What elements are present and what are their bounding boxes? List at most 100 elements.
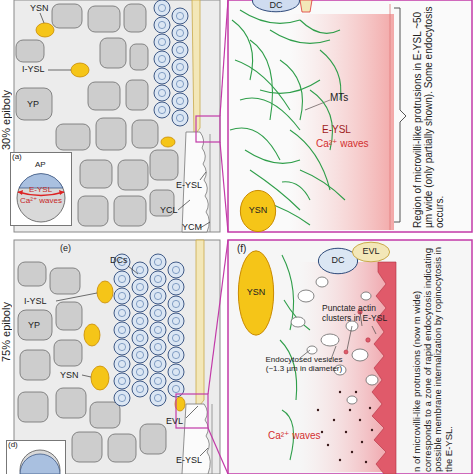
cell-nucleus — [172, 351, 179, 358]
enveloping-layer — [196, 240, 204, 410]
actin-dot — [317, 391, 373, 463]
yolk-platelet — [56, 124, 90, 150]
yolk-platelet — [16, 4, 178, 462]
zoom-box — [208, 240, 228, 394]
node-label: (a) — [12, 153, 22, 162]
deep-cell — [172, 76, 188, 92]
deep-cell — [172, 110, 188, 126]
endocytosed-vesicle — [321, 334, 339, 346]
calcium-zone — [300, 0, 312, 12]
cell-nucleus — [118, 275, 125, 282]
deep-cell — [150, 373, 166, 389]
microtubule — [300, 20, 340, 33]
cell-nucleus — [136, 317, 143, 324]
deep-cell — [172, 59, 188, 75]
cell-nucleus — [154, 309, 161, 316]
deep-cell — [154, 85, 170, 101]
yolk-syncytial-nucleus — [36, 23, 54, 37]
cell-nucleus — [136, 334, 143, 341]
yolk-platelet — [108, 434, 136, 462]
deep-cell — [172, 93, 188, 109]
cell-nucleus — [172, 385, 179, 392]
yolk-cell-membrane — [210, 134, 211, 232]
cell-nucleus — [118, 343, 125, 350]
yolk-platelet — [140, 424, 166, 454]
actin-dot — [365, 461, 367, 463]
yolk-syncytial-nucleus: YSN — [238, 250, 274, 336]
endocytosed-vesicle — [366, 375, 378, 385]
cell-nucleus — [176, 97, 183, 104]
actin-dot — [369, 407, 371, 409]
endocytosed-vesicle — [361, 292, 371, 300]
deep-cell — [132, 279, 148, 295]
cell-nucleus — [158, 89, 165, 96]
cell-nucleus — [118, 326, 125, 333]
microtubule — [282, 255, 294, 330]
yolk-syncytial-nucleus: YSN — [240, 190, 276, 232]
bracket — [394, 8, 406, 222]
microtubule — [282, 182, 310, 200]
deep-cell — [150, 390, 166, 406]
deep-cell — [132, 313, 148, 329]
cell-nucleus — [154, 377, 161, 384]
yolk-platelet — [18, 392, 48, 422]
microtubule — [270, 30, 330, 43]
yolk-platelet — [114, 196, 146, 226]
actin-cluster — [344, 350, 348, 354]
cell-nucleus — [136, 266, 143, 273]
structure-label: I-YSL — [22, 64, 45, 74]
cell-nucleus — [136, 385, 143, 392]
microtubule — [240, 10, 300, 23]
cell-nucleus — [154, 326, 161, 333]
node-label: E-YSL — [29, 186, 52, 195]
deep-cell — [132, 347, 148, 363]
zoom-box — [196, 116, 220, 142]
cell-nucleus — [172, 334, 179, 341]
deep-cell — [132, 330, 148, 346]
structure-label: I-YSL — [24, 296, 47, 306]
yolk-syncytial-nucleus — [161, 137, 175, 147]
deep-cell — [114, 322, 130, 338]
node-label: (d) — [8, 441, 18, 450]
microtubule — [232, 20, 253, 80]
cell-nucleus — [154, 258, 161, 265]
microtubule — [250, 40, 273, 120]
yolk-platelet — [90, 402, 120, 428]
yolk-syncytial-nucleus — [97, 281, 113, 303]
cell-nucleus — [154, 292, 161, 299]
deep-cell — [150, 288, 166, 304]
yolk-platelet — [56, 302, 82, 330]
deep-cell — [154, 68, 170, 84]
yolk-syncytial-nucleus — [91, 366, 109, 390]
actin-cluster — [372, 262, 396, 474]
microtubule — [280, 60, 303, 120]
node-label: YSN — [247, 288, 266, 298]
panel-title: 30% epiboly — [0, 40, 14, 150]
panel-frame — [228, 240, 472, 474]
cell-nucleus — [158, 38, 165, 45]
cell-nucleus — [118, 377, 125, 384]
panel-frame — [14, 0, 472, 474]
deep-cell — [150, 322, 166, 338]
endocytosed-vesicle — [307, 346, 317, 354]
leader-line — [178, 200, 190, 210]
panel-frame — [14, 0, 220, 232]
deep-cell — [168, 296, 184, 312]
deep-cell — [114, 271, 130, 287]
actin-dot — [317, 409, 319, 411]
cell-nucleus — [136, 300, 143, 307]
deep-cell — [114, 390, 130, 406]
endocytosed-vesicle — [291, 317, 305, 327]
panel-frame — [14, 240, 220, 474]
deep-cell: DC — [252, 0, 300, 12]
actin-cluster — [344, 262, 396, 474]
leader-line — [56, 293, 97, 301]
cell-nucleus — [154, 394, 161, 401]
structure-label: YCL — [160, 205, 178, 215]
deep-cell — [114, 288, 130, 304]
structure-label: E-YSL — [176, 180, 202, 190]
callout-text: Punctate actin clusters in E-YSL — [322, 304, 406, 323]
calcium-zone — [290, 14, 394, 230]
yolk-platelet — [56, 388, 86, 418]
